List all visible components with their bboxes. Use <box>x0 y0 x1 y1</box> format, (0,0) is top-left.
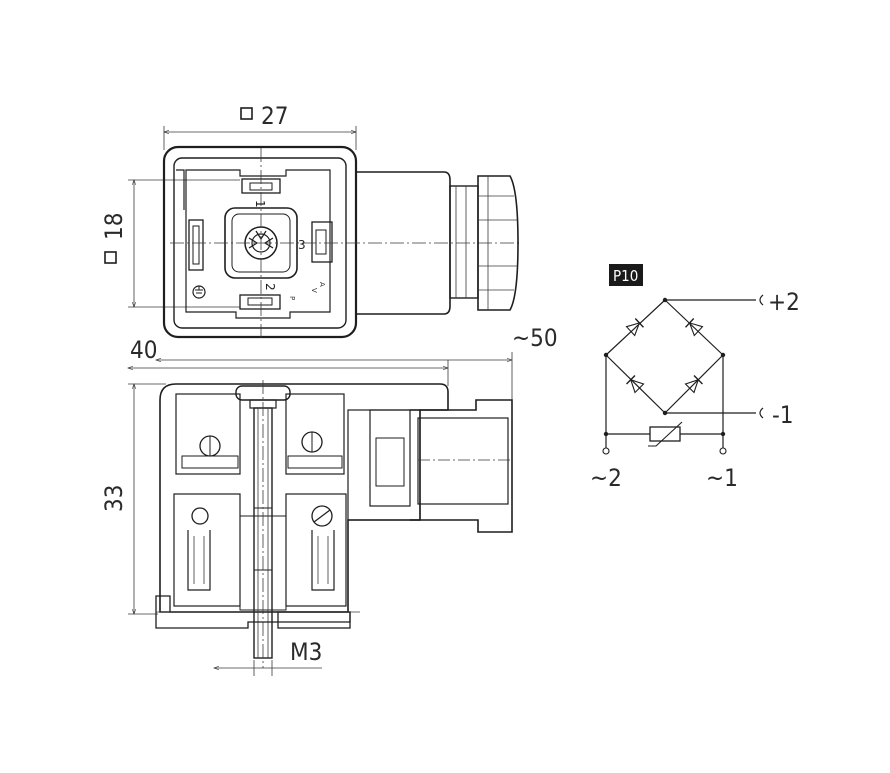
dim-screw-value: M3 <box>290 638 322 666</box>
dim-side-height: 33 <box>100 384 166 614</box>
dim-side-length: ~50 <box>156 324 558 400</box>
pin-2-label: 2 <box>263 283 277 291</box>
dim-side-width: 40 <box>128 336 448 386</box>
top-view: 27 18 <box>100 102 520 339</box>
side-view: 40 ~50 33 <box>100 324 558 676</box>
mark-v-label: V <box>310 288 318 293</box>
pin-3-label: 3 <box>298 238 306 252</box>
circuit-diagram: P10 <box>590 264 800 492</box>
diode-icon <box>684 375 703 394</box>
dim-top-width-value: 27 <box>261 102 288 130</box>
dim-top-width: 27 <box>164 102 356 150</box>
diode-icon <box>625 318 644 337</box>
circuit-badge-label: P10 <box>613 267 638 285</box>
square-symbol-icon <box>104 251 117 264</box>
dim-side-height-value: 33 <box>100 485 128 512</box>
diode-icon <box>685 318 704 337</box>
circuit-plus-label: +2 <box>768 288 800 316</box>
circuit-badge <box>609 264 643 286</box>
circuit-ac-right-label: ~1 <box>706 464 738 492</box>
mark-p-label: P <box>288 296 296 300</box>
dim-screw: M3 <box>214 638 322 676</box>
mark-a-label: A <box>318 282 326 287</box>
circuit-minus-label: -1 <box>772 401 794 429</box>
dim-top-height: 18 <box>100 180 240 307</box>
diode-icon <box>626 375 645 394</box>
pin-1-label: 1 <box>253 200 267 208</box>
dim-side-width-value: 40 <box>130 336 157 364</box>
dim-top-height-value: 18 <box>100 213 128 240</box>
circuit-ac-left-label: ~2 <box>590 464 622 492</box>
varistor-icon <box>648 421 683 447</box>
dim-side-length-value: ~50 <box>512 324 558 352</box>
square-symbol-icon <box>240 107 253 120</box>
